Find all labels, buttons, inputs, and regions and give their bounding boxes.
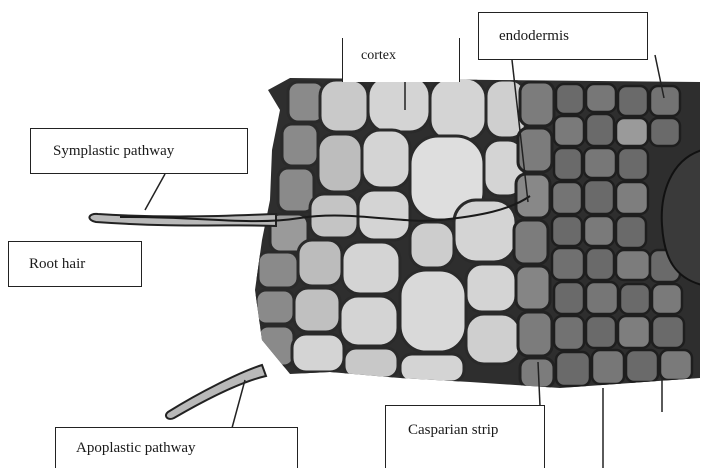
apoplastic-pathway-text: Apoplastic pathway bbox=[76, 440, 196, 457]
endodermis-label: endodermis bbox=[478, 12, 648, 60]
casparian-strip-text: Casparian strip bbox=[408, 422, 498, 439]
cells-group bbox=[256, 76, 702, 388]
endodermis-text: endodermis bbox=[499, 28, 569, 45]
root-hair-text: Root hair bbox=[29, 256, 85, 273]
root-hair-upper bbox=[89, 214, 276, 226]
casparian-strip-label: Casparian strip bbox=[385, 405, 545, 468]
symplastic-pathway-label: Symplastic pathway bbox=[30, 128, 248, 174]
symplastic-pathway-text: Symplastic pathway bbox=[53, 143, 174, 160]
apoplastic-pathway-label: Apoplastic pathway bbox=[55, 427, 298, 468]
root-hair-lower bbox=[166, 365, 266, 419]
cortex-cells bbox=[292, 76, 526, 382]
root-hair-label: Root hair bbox=[8, 241, 142, 287]
cortex-label: cortex bbox=[342, 38, 460, 82]
cortex-text: cortex bbox=[361, 48, 396, 64]
symplastic-pointer bbox=[145, 174, 165, 210]
